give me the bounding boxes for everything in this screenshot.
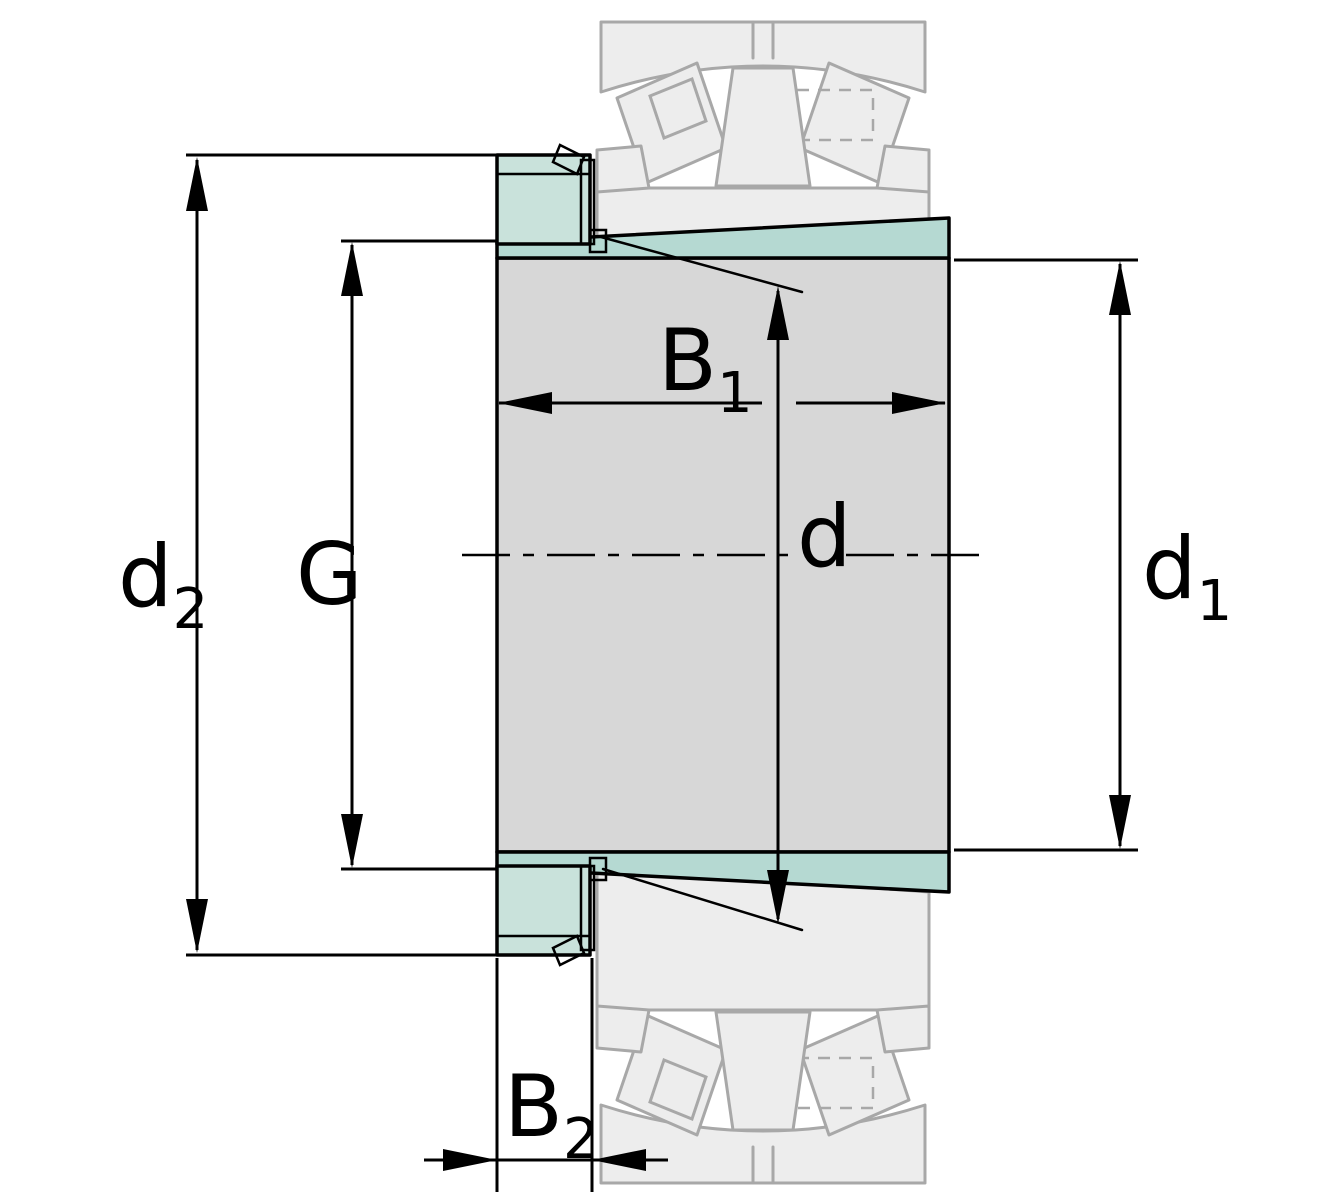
lock-nut-bottom [495,864,592,957]
lock-washer-bottom [551,856,608,967]
label-d2: d2 [118,527,208,642]
arrowhead-down [1109,795,1131,849]
arrowhead-right-inward [443,1149,497,1171]
washer-strip-top [579,158,596,246]
label-B2: B2 [504,1057,599,1172]
bearing-outer-ring-top [599,20,927,94]
bearing-ghost-top [595,20,931,242]
washer-tab-bottom [551,934,586,967]
nut-top [495,153,592,246]
dim-B1: B1 [498,311,946,426]
leader-line-top [599,235,804,294]
label-G: G [296,525,363,625]
dim-d2: d2 [118,153,497,957]
dim-B2: B2 [424,958,668,1192]
arrowhead-left-inward [592,1149,646,1171]
arrowhead-down [341,814,363,868]
roller-pocket-left-bottom [648,1058,708,1121]
inner-ring-flange-left-top [595,144,651,194]
arrowhead-up [767,286,789,340]
label-B1: B1 [658,311,753,426]
washer-tab-top [551,143,586,176]
roller-pocket-left-top [648,77,708,140]
washer-keyway-tab-bottom [588,856,608,882]
arrowhead-up [1109,261,1131,315]
guide-ring-top [714,66,812,188]
dim-G: G [296,239,497,871]
inner-ring-flange-right-bottom [875,1004,931,1054]
arrowhead-down [767,870,789,924]
arrowhead-up [341,242,363,296]
washer-keyway-tab-top [588,228,608,254]
guide-ring-bottom [714,1010,812,1132]
inner-ring-flange-right-top [875,144,931,194]
leader-line-bottom [601,867,804,932]
inner-ring-flange-left-bottom [595,1004,651,1054]
label-d: d [797,487,852,587]
washer-strip-bottom [579,864,596,952]
arrowhead-up [186,157,208,211]
nut-bottom [495,864,592,957]
dim-d: d [599,235,852,932]
bearing-ghost-bottom [595,866,931,1185]
dim-d1: d1 [954,258,1232,852]
arrowhead-right [892,392,946,414]
arrowhead-left [498,392,552,414]
sleeve-taper-top [495,216,951,260]
arrowhead-down [186,899,208,953]
lock-washer-top [551,143,608,254]
lock-nut-top [495,153,592,246]
label-d1: d1 [1142,519,1232,634]
sleeve-taper-bottom [495,850,951,894]
